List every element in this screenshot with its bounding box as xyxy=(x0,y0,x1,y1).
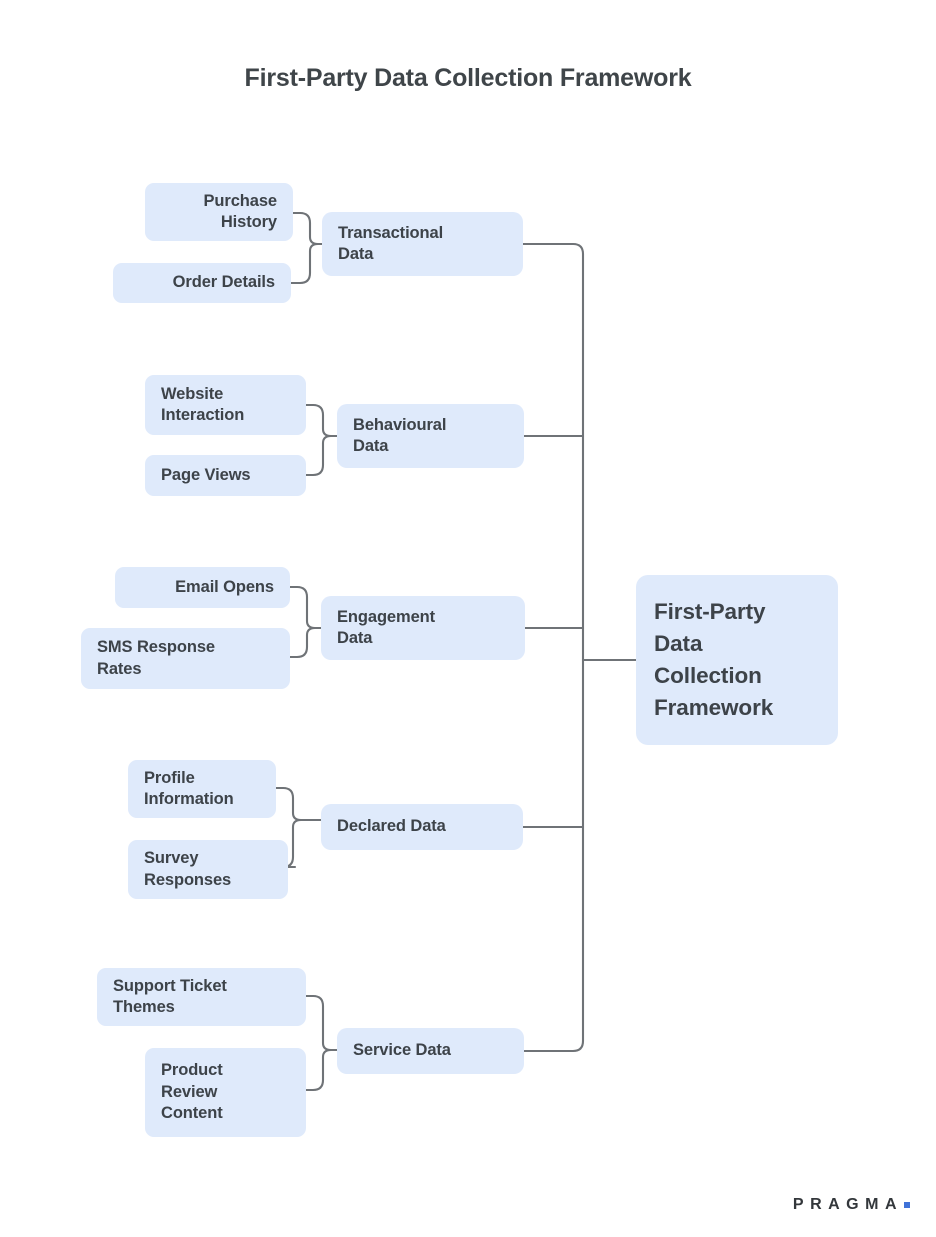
root-node[interactable]: First-Party Data Collection Framework xyxy=(636,575,838,745)
leaf-node-page-views[interactable]: Page Views xyxy=(145,455,306,496)
leaf-node-order-details[interactable]: Order Details xyxy=(113,263,291,303)
branch-node-label: Engagement Data xyxy=(337,607,436,647)
branch-node-label: Transactional Data xyxy=(338,223,444,263)
leaf-node-label: Email Opens xyxy=(175,577,274,596)
branch-node-label: Declared Data xyxy=(337,817,446,836)
leaf-node-profile-information[interactable]: Profile Information xyxy=(128,760,276,818)
leaf-node-label: Order Details xyxy=(172,273,275,292)
leaf-node-purchase-history[interactable]: Purchase History xyxy=(145,183,293,241)
root-node-label: First-Party Data Collection Framework xyxy=(654,599,774,720)
leaf-node-email-opens[interactable]: Email Opens xyxy=(115,567,290,608)
leaf-node-website-interaction[interactable]: Website Interaction xyxy=(145,375,306,435)
branch-node-declared-data[interactable]: Declared Data xyxy=(321,804,523,850)
leaf-node-label: Product Review Content xyxy=(161,1061,223,1123)
leaf-node-sms-response-rates[interactable]: SMS Response Rates xyxy=(81,628,290,689)
brand-logo: PRAGMA xyxy=(793,1196,910,1214)
brand-dot-icon xyxy=(904,1202,910,1208)
leaf-node-label: Page Views xyxy=(161,465,251,484)
branch-node-transactional-data[interactable]: Transactional Data xyxy=(322,212,523,276)
page-title: First-Party Data Collection Framework xyxy=(244,64,692,92)
leaf-node-survey-responses[interactable]: Survey Responses xyxy=(128,840,288,899)
leaf-node-product-review-content[interactable]: Product Review Content xyxy=(145,1048,306,1137)
branch-node-label: Service Data xyxy=(353,1041,451,1060)
leaf-node-label: Profile Information xyxy=(144,768,234,808)
branch-node-label: Behavioural Data xyxy=(353,415,447,455)
leaf-node-label: Support Ticket Themes xyxy=(113,976,227,1016)
leaf-node-label: SMS Response Rates xyxy=(97,638,215,678)
branch-node-engagement-data[interactable]: Engagement Data xyxy=(321,596,525,660)
branch-node-behavioural-data[interactable]: Behavioural Data xyxy=(337,404,524,468)
leaf-node-label: Survey Responses xyxy=(144,849,232,889)
brand-name: PRAGMA xyxy=(792,1196,903,1213)
leaf-node-label: Website Interaction xyxy=(161,384,245,424)
branch-node-service-data[interactable]: Service Data xyxy=(337,1028,524,1074)
leaf-node-support-ticket-themes[interactable]: Support Ticket Themes xyxy=(97,968,306,1026)
leaf-node-label: Purchase History xyxy=(203,191,278,231)
